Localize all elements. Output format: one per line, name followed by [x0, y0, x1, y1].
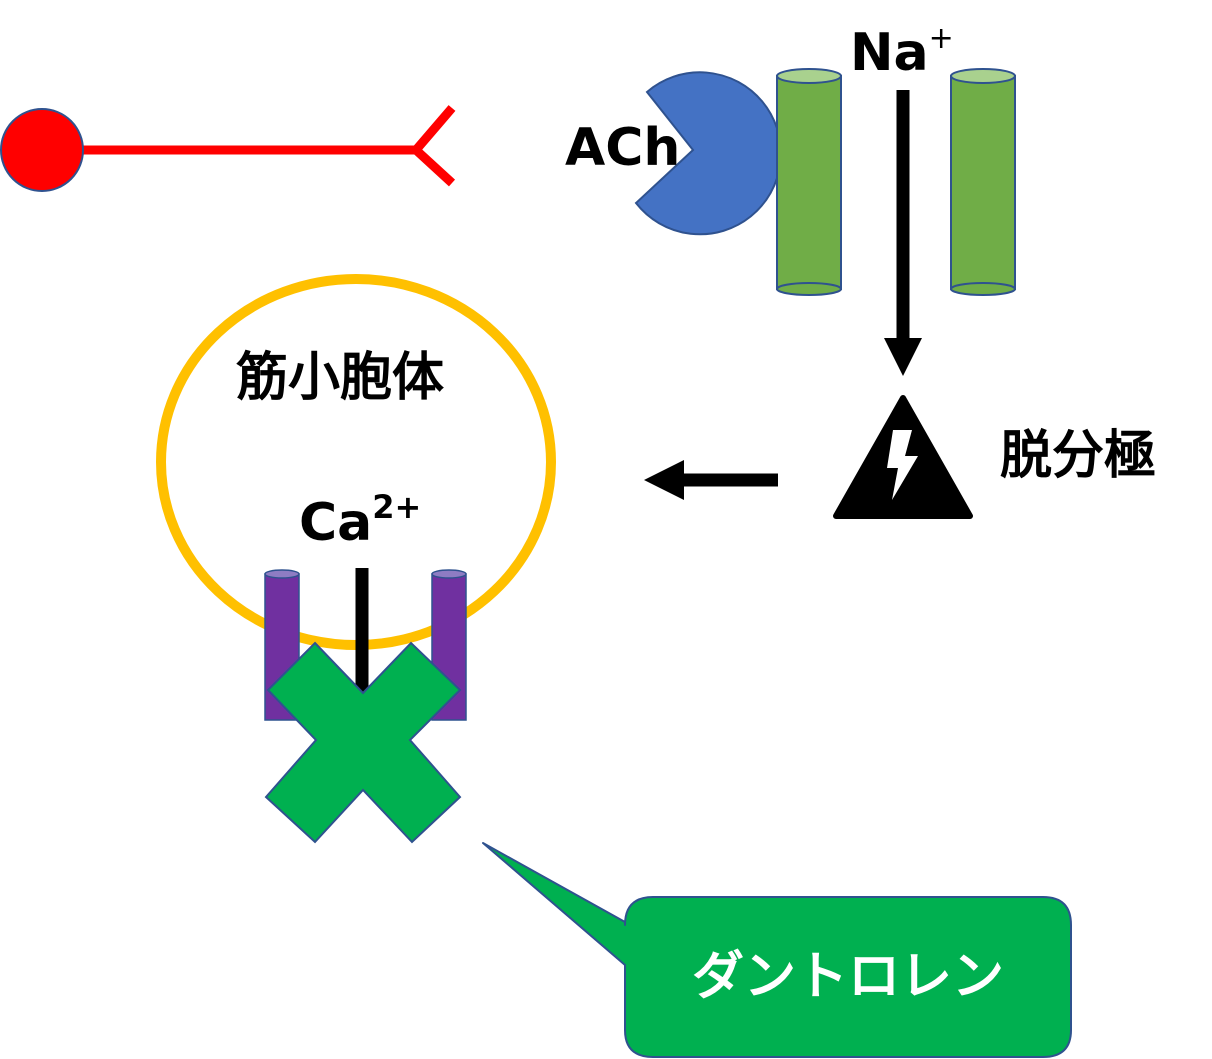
lightning-warning-icon: [833, 395, 973, 519]
ach-label: ACh: [565, 118, 680, 178]
dantrolene-label: ダントロレン: [692, 947, 1004, 1007]
signal-arrowhead: [644, 460, 684, 500]
calcium-label: Ca2+: [299, 488, 421, 553]
reticulum-label: 筋小胞体: [236, 348, 444, 408]
sodium-arrowhead: [884, 338, 922, 376]
dantrolene-callout: ダントロレン: [482, 842, 1072, 1058]
depolarization-label: 脱分極: [1000, 426, 1156, 486]
axon-terminal: [409, 105, 456, 187]
x-block-icon: [264, 641, 462, 844]
callout-bubble: [482, 842, 1072, 1058]
sodium-label: Na+: [850, 21, 954, 83]
motor-neuron: [0, 105, 456, 192]
sodium-channel: [776, 68, 1016, 296]
neuron-cell-body: [0, 108, 84, 192]
